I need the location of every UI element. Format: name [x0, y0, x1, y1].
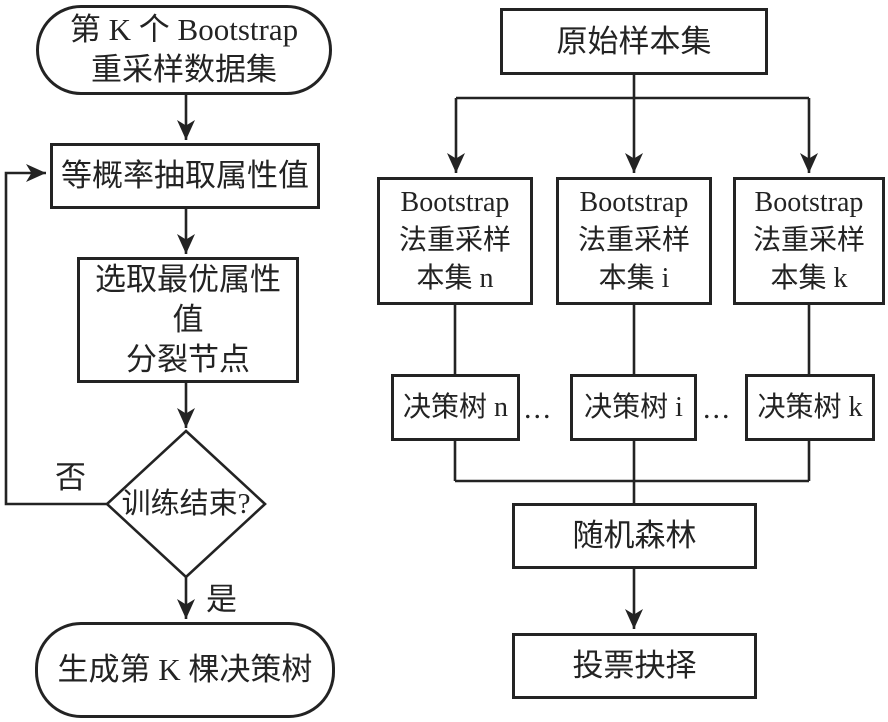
sample-k-line2: 法重采样 — [752, 225, 865, 256]
node-tree-k: 决策树 k — [745, 374, 875, 441]
node-tree-i-label: 决策树 i — [584, 391, 683, 423]
node-kth-bootstrap-dataset-line2: 重采样数据集 — [91, 52, 277, 87]
label-no: 否 — [55, 460, 86, 495]
label-yes: 是 — [206, 582, 237, 617]
node-random-forest: 随机森林 — [512, 503, 757, 569]
node-extract-attributes-label: 等概率抽取属性值 — [61, 158, 309, 193]
sample-n-line3: 本集 n — [416, 263, 494, 294]
node-original-samples: 原始样本集 — [500, 8, 768, 75]
sample-i-line3: 本集 i — [598, 263, 670, 294]
decision-training-finished-label: 训练结束? — [121, 488, 251, 520]
ellipsis-right: ... — [703, 392, 732, 425]
node-kth-bootstrap-dataset: 第 K 个 Bootstrap 重采样数据集 — [36, 5, 332, 95]
node-voting: 投票抉择 — [512, 633, 757, 699]
sample-k-line3: 本集 k — [770, 263, 848, 294]
node-tree-i: 决策树 i — [570, 374, 697, 441]
node-select-split: 选取最优属性值 分裂节点 — [77, 257, 299, 383]
node-tree-k-label: 决策树 k — [757, 391, 863, 423]
node-generate-kth-tree-label: 生成第 K 棵决策树 — [57, 652, 313, 687]
node-bootstrap-sample-i: Bootstrap 法重采样 本集 i — [556, 177, 712, 305]
sample-i-line1: Bootstrap — [579, 187, 689, 218]
sample-n-line2: 法重采样 — [398, 225, 511, 256]
sample-k-line1: Bootstrap — [754, 187, 864, 218]
node-tree-n: 决策树 n — [391, 374, 520, 441]
node-kth-bootstrap-dataset-line1: 第 K 个 Bootstrap — [69, 12, 299, 47]
sample-n-line1: Bootstrap — [400, 187, 510, 218]
decision-diamond-shape — [105, 429, 267, 579]
node-voting-label: 投票抉择 — [572, 648, 697, 683]
ellipsis-left: ... — [524, 392, 553, 425]
node-select-split-line1: 选取最优属性值 — [95, 262, 281, 337]
edge-loop-back-no — [4, 164, 108, 506]
node-generate-kth-tree: 生成第 K 棵决策树 — [35, 622, 335, 718]
node-select-split-line2: 分裂节点 — [126, 342, 250, 377]
sample-i-line2: 法重采样 — [577, 225, 690, 256]
node-random-forest-label: 随机森林 — [572, 518, 697, 553]
node-extract-attributes: 等概率抽取属性值 — [50, 143, 320, 209]
node-original-samples-label: 原始样本集 — [556, 23, 712, 59]
node-bootstrap-sample-n: Bootstrap 法重采样 本集 n — [377, 177, 533, 305]
node-bootstrap-sample-k: Bootstrap 法重采样 本集 k — [733, 177, 885, 305]
node-tree-n-label: 决策树 n — [402, 391, 508, 423]
